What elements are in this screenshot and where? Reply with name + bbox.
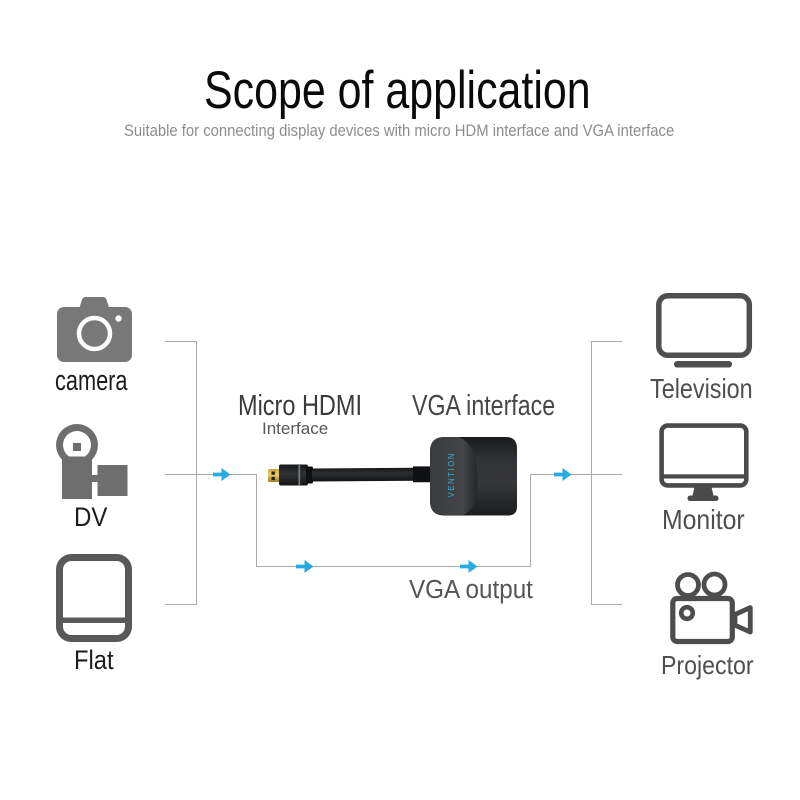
svg-text:VENTION: VENTION [447, 452, 456, 498]
